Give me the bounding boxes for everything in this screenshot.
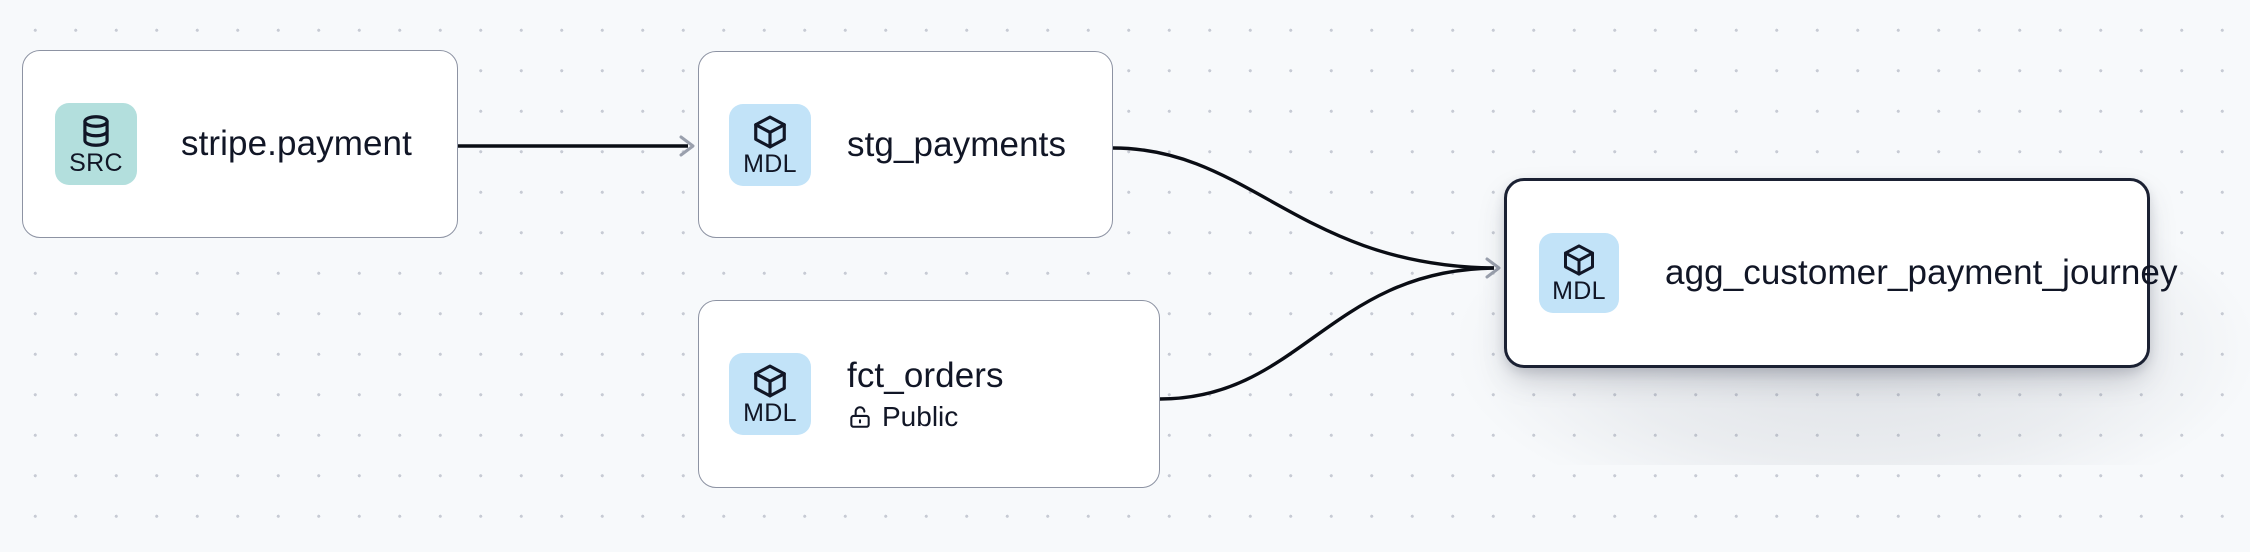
cube-icon <box>754 115 786 148</box>
edge-fct-orders-to-agg <box>1159 266 1495 401</box>
badge-label: MDL <box>743 399 797 427</box>
node-title: stg_payments <box>847 124 1067 164</box>
badge-label: MDL <box>743 149 797 178</box>
node-body: stg_payments <box>847 124 1066 165</box>
node-title: fct_orders <box>847 356 1004 396</box>
node-title: agg_customer_payment_journey <box>1665 253 2178 293</box>
node-badge-mdl: MDL <box>729 103 811 186</box>
cube-icon <box>1564 244 1594 276</box>
unlock-icon <box>850 405 870 428</box>
node-visibility: Public <box>847 401 1004 433</box>
node-badge-mdl: MDL <box>729 353 811 435</box>
node-fct-orders[interactable]: MDL fct_orders Public <box>698 300 1160 488</box>
badge-label: SRC <box>69 149 123 177</box>
node-title: stripe.payment <box>181 124 412 164</box>
database-icon <box>83 115 109 147</box>
badge-label: MDL <box>1552 277 1606 305</box>
edge-stg-payments-to-agg <box>1112 146 1495 270</box>
node-agg-customer-payment-journey[interactable]: MDL agg_customer_payment_journey <box>1504 178 2178 368</box>
cube-icon <box>754 364 786 398</box>
node-badge-src: SRC <box>55 103 137 185</box>
node-body: fct_orders Public <box>847 355 1004 432</box>
visibility-label: Public <box>882 400 959 432</box>
node-body: stripe.payment <box>181 123 412 164</box>
node-stg-payments[interactable]: MDL stg_payments <box>698 51 1113 238</box>
node-body: agg_customer_payment_journey <box>1665 252 2178 293</box>
arrowhead-agg-top <box>1485 257 1501 279</box>
node-stripe-payment[interactable]: SRC stripe.payment <box>22 50 458 238</box>
node-badge-mdl: MDL <box>1539 233 1619 313</box>
arrowhead-stg-payments <box>679 135 695 157</box>
